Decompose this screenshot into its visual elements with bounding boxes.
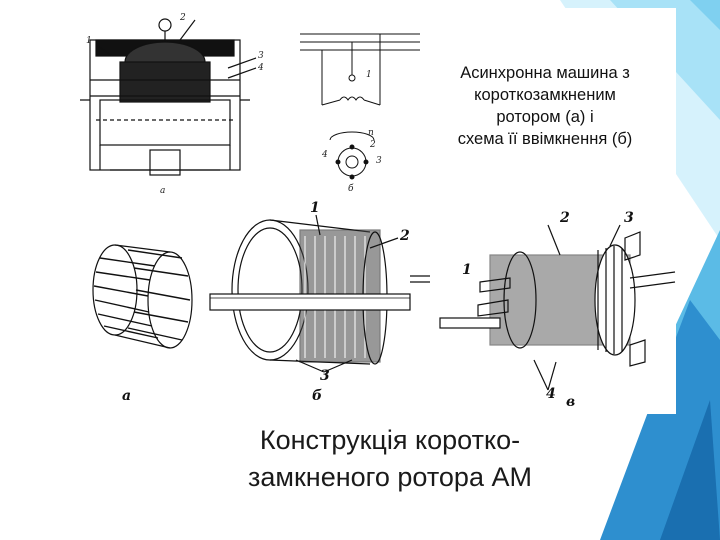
squirrel-cage-drawing: [92, 244, 193, 349]
rotor-b-callout-3: 3: [320, 368, 330, 384]
callout-1: 1: [86, 36, 92, 46]
cage-label: а: [122, 388, 132, 404]
rotor-c-drawing: [439, 224, 676, 391]
schematic-callout-2: 2: [370, 140, 376, 150]
rotor-c-callout-3: 3: [624, 210, 634, 226]
rotor-b-callout-1: 1: [310, 200, 320, 216]
connection-schematic-drawing: [300, 33, 420, 180]
slide-title-line: Конструкція коротко-: [259, 425, 521, 455]
caption-line: ротором (а) і: [496, 108, 594, 126]
caption-line: Асинхронна машина з: [460, 64, 630, 82]
motor-cross-section-drawing: [80, 18, 257, 176]
rotor-c-callout-2: 2: [560, 210, 570, 226]
slide-title-line: замкненого ротора АМ: [248, 462, 532, 492]
rotor-b-callout-2: 2: [400, 228, 410, 244]
caption-line: схема її ввімкнення (б): [457, 130, 633, 148]
schematic-callout-3: 3: [376, 156, 382, 166]
callout-3: 3: [258, 51, 264, 61]
callout-4: 4: [258, 63, 264, 73]
caption-line: короткозамкненим: [474, 86, 616, 104]
schematic-callout-1: 1: [366, 70, 372, 80]
callout-2: 2: [180, 13, 186, 23]
schematic-callout-4: 4: [322, 150, 328, 160]
rotor-b-label: б: [312, 388, 323, 404]
rotor-c-callout-1: 1: [462, 262, 472, 278]
schematic-callout-n: n: [368, 128, 374, 138]
figure-caption: Асинхронна машина з короткозамкненим рот…: [424, 62, 666, 150]
top-drawing-label: а: [160, 186, 166, 196]
rotor-c-callout-4: 4: [546, 386, 556, 402]
rotor-c-label: в: [566, 394, 576, 410]
schematic-label: б: [348, 184, 354, 194]
slide-title: Конструкція коротко- замкненого ротора А…: [190, 422, 590, 496]
rotor-b-drawing: [209, 214, 430, 373]
